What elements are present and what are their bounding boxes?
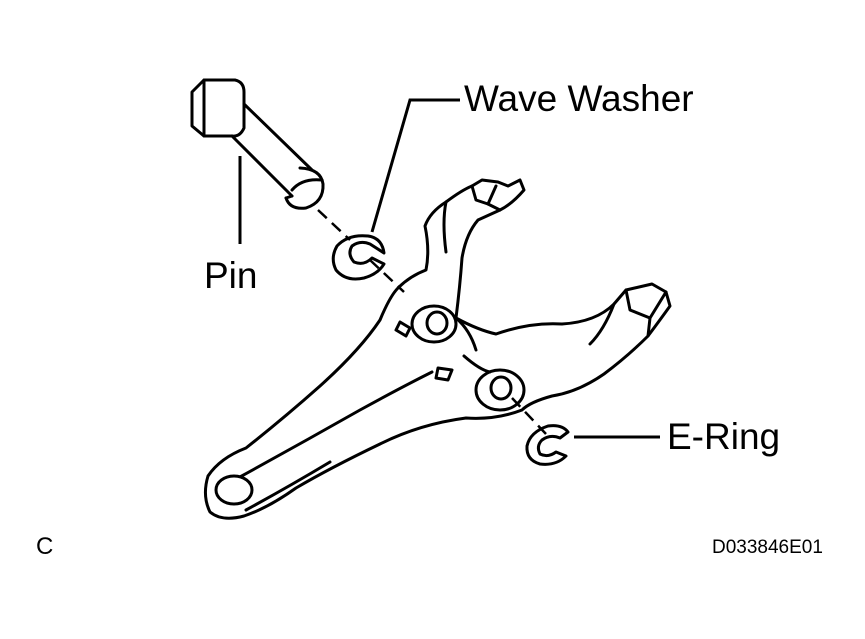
e-ring-part bbox=[527, 426, 568, 465]
corner-code-label: C bbox=[36, 533, 54, 560]
fork-ering-axis bbox=[512, 398, 546, 434]
pin-label: Pin bbox=[204, 255, 258, 296]
leader-lines bbox=[240, 100, 660, 437]
release-fork-part bbox=[205, 180, 670, 518]
washer-fork-axis bbox=[370, 260, 404, 292]
pin-part bbox=[192, 80, 323, 208]
pin-washer-axis bbox=[318, 210, 350, 240]
figure-code-label: D033846E01 bbox=[712, 537, 823, 558]
e-ring-label: E-Ring bbox=[667, 416, 781, 457]
wave-washer-part bbox=[333, 236, 384, 279]
assembly-axis-lines bbox=[318, 210, 546, 434]
wave-washer-leader bbox=[372, 100, 460, 232]
wave-washer-label: Wave Washer bbox=[464, 78, 694, 119]
